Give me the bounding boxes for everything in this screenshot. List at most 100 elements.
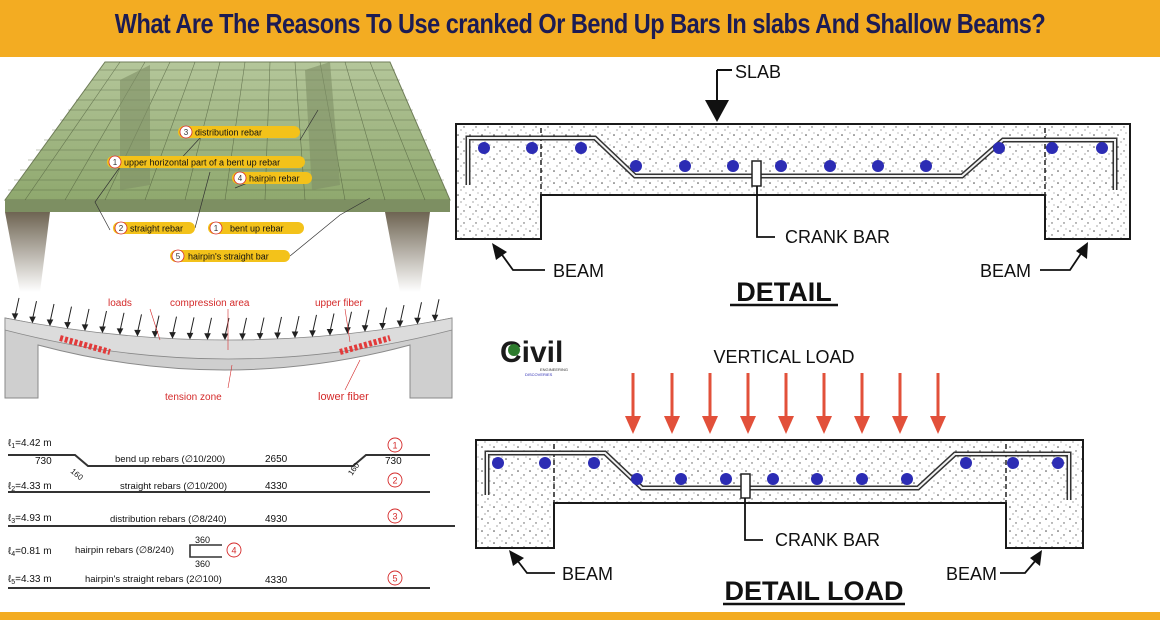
logo-globe-icon xyxy=(508,344,520,356)
svg-text:360: 360 xyxy=(195,559,210,569)
bending-load-arrow xyxy=(207,317,212,336)
bending-load-arrow xyxy=(364,309,370,328)
bending-load-arrowhead xyxy=(361,325,369,332)
label-lower-fiber: lower fiber xyxy=(318,391,369,403)
svg-text:2: 2 xyxy=(392,476,397,486)
svg-text:ℓ2=4.33 m: ℓ2=4.33 m xyxy=(8,481,52,493)
bottom-strip xyxy=(0,612,1160,620)
bending-load-arrow xyxy=(32,300,37,320)
svg-text:2650: 2650 xyxy=(265,454,288,465)
svg-text:1: 1 xyxy=(392,441,397,451)
rebar-dot xyxy=(767,473,779,485)
rebar-dot xyxy=(993,142,1005,154)
bending-load-arrow xyxy=(49,303,55,323)
bending-load-arrow xyxy=(434,299,440,318)
bending-load-arrow xyxy=(277,316,282,336)
bending-load-arrow xyxy=(172,316,177,335)
svg-text:2: 2 xyxy=(119,224,124,233)
rebar-dot xyxy=(1096,142,1108,154)
rebar-dot xyxy=(679,160,691,172)
svg-text:1: 1 xyxy=(113,158,118,167)
load-arrow-head xyxy=(930,416,946,434)
load-arrow-head xyxy=(702,416,718,434)
svg-text:3: 3 xyxy=(392,512,397,522)
bending-load-arrow xyxy=(259,317,265,336)
svg-text:straight rebar: straight rebar xyxy=(130,224,183,234)
beam-right-load-label: BEAM xyxy=(946,564,997,584)
load-arrow-head xyxy=(816,416,832,434)
label-tension-zone: tension zone xyxy=(165,392,222,403)
load-arrow-head xyxy=(664,416,680,434)
rebar-dot xyxy=(720,473,732,485)
rebar-dot xyxy=(478,142,490,154)
bending-load-arrowhead xyxy=(431,314,439,322)
crank-bar-load-label: CRANK BAR xyxy=(775,530,880,550)
rebar-dot xyxy=(526,142,538,154)
bending-load-arrow xyxy=(137,314,142,333)
svg-text:5: 5 xyxy=(176,252,181,261)
label-compression-area: compression area xyxy=(170,298,250,309)
schedule-row-3: ℓ3=4.93 m distribution rebars (∅8/240) 4… xyxy=(8,508,455,527)
svg-text:upper horizontal part of a ben: upper horizontal part of a bent up rebar xyxy=(124,158,280,168)
rebar-dot xyxy=(1046,142,1058,154)
rebar-dot xyxy=(1007,457,1019,469)
slab-3d-illustration: 3 distribution rebar 1 upper horizontal … xyxy=(4,61,451,292)
bending-load-arrow xyxy=(189,317,195,336)
label-loads: loads xyxy=(108,298,132,309)
bending-load-arrowhead xyxy=(81,324,89,332)
svg-text:ℓ4=0.81 m: ℓ4=0.81 m xyxy=(8,546,52,558)
rebar-dot xyxy=(539,457,551,469)
load-arrow-head xyxy=(740,416,756,434)
svg-text:360: 360 xyxy=(195,535,210,545)
svg-text:4330: 4330 xyxy=(265,575,288,586)
bending-load-arrowhead xyxy=(256,333,264,340)
bending-load-arrowhead xyxy=(99,326,106,334)
svg-text:hairpin's straight rebars (2∅1: hairpin's straight rebars (2∅100) xyxy=(85,574,222,585)
rebar-dot xyxy=(901,473,913,485)
load-arrow-head xyxy=(854,416,870,434)
svg-text:straight rebars (∅10/200): straight rebars (∅10/200) xyxy=(120,481,227,492)
callout-bent-up-rebar: 1 bent up rebar xyxy=(208,221,304,235)
svg-text:ℓ3=4.93 m: ℓ3=4.93 m xyxy=(8,513,52,525)
svg-text:hairpin's straight bar: hairpin's straight bar xyxy=(188,252,269,262)
svg-text:5: 5 xyxy=(392,574,397,584)
crank-bar-label: CRANK BAR xyxy=(785,227,890,247)
bending-load-arrow xyxy=(382,307,387,326)
rebar-dot xyxy=(872,160,884,172)
bending-load-arrowhead xyxy=(326,328,334,336)
header-banner: What Are The Reasons To Use cranked Or B… xyxy=(0,0,1160,57)
bending-load-arrowhead xyxy=(344,327,351,334)
bending-load-arrow xyxy=(67,306,72,325)
bending-load-arrow xyxy=(417,302,422,321)
bending-load-arrowhead xyxy=(11,313,19,321)
callout-hairpin-rebar: 4 hairpin rebar xyxy=(232,171,312,185)
callout-upper-horizontal-part: 1 upper horizontal part of a bent up reb… xyxy=(107,155,305,169)
logo: Civil ENGINEERING DISCOVERIES xyxy=(500,336,568,377)
bar-schedule: ℓ1=4.42 m 730 160 bend up rebars (∅10/20… xyxy=(8,437,455,589)
bending-load-arrowhead xyxy=(169,332,176,339)
rebar-dots xyxy=(478,142,1108,172)
schedule-row-5: ℓ5=4.33 m hairpin's straight rebars (2∅1… xyxy=(8,570,430,589)
svg-text:160: 160 xyxy=(69,467,85,483)
rebar-dot xyxy=(856,473,868,485)
bending-load-arrowhead xyxy=(134,329,141,337)
page-title: What Are The Reasons To Use cranked Or B… xyxy=(114,8,1046,39)
bending-load-arrowhead xyxy=(64,322,71,329)
rebar-dot xyxy=(631,473,643,485)
load-arrow-head xyxy=(892,416,908,434)
rebar-dot xyxy=(575,142,587,154)
callout-distribution-rebar: 3 distribution rebar xyxy=(178,125,300,139)
rebar-dot xyxy=(727,160,739,172)
bending-load-arrow xyxy=(102,310,107,330)
bending-load-arrow xyxy=(399,304,405,324)
svg-text:hairpin rebars (∅8/240): hairpin rebars (∅8/240) xyxy=(75,545,174,556)
callout-hairpin-straight-bar: 5 hairpin's straight bar xyxy=(170,249,290,263)
svg-text:ℓ1=4.42 m: ℓ1=4.42 m xyxy=(8,438,52,450)
rebar-dot xyxy=(630,160,642,172)
schedule-row-4: ℓ4=0.81 m hairpin rebars (∅8/240) 360 36… xyxy=(8,535,242,569)
bending-load-arrowhead xyxy=(204,333,211,340)
svg-text:4930: 4930 xyxy=(265,514,288,525)
vertical-load-label: VERTICAL LOAD xyxy=(713,347,854,367)
bending-load-arrowhead xyxy=(186,332,194,340)
bending-load-arrow xyxy=(119,312,125,331)
